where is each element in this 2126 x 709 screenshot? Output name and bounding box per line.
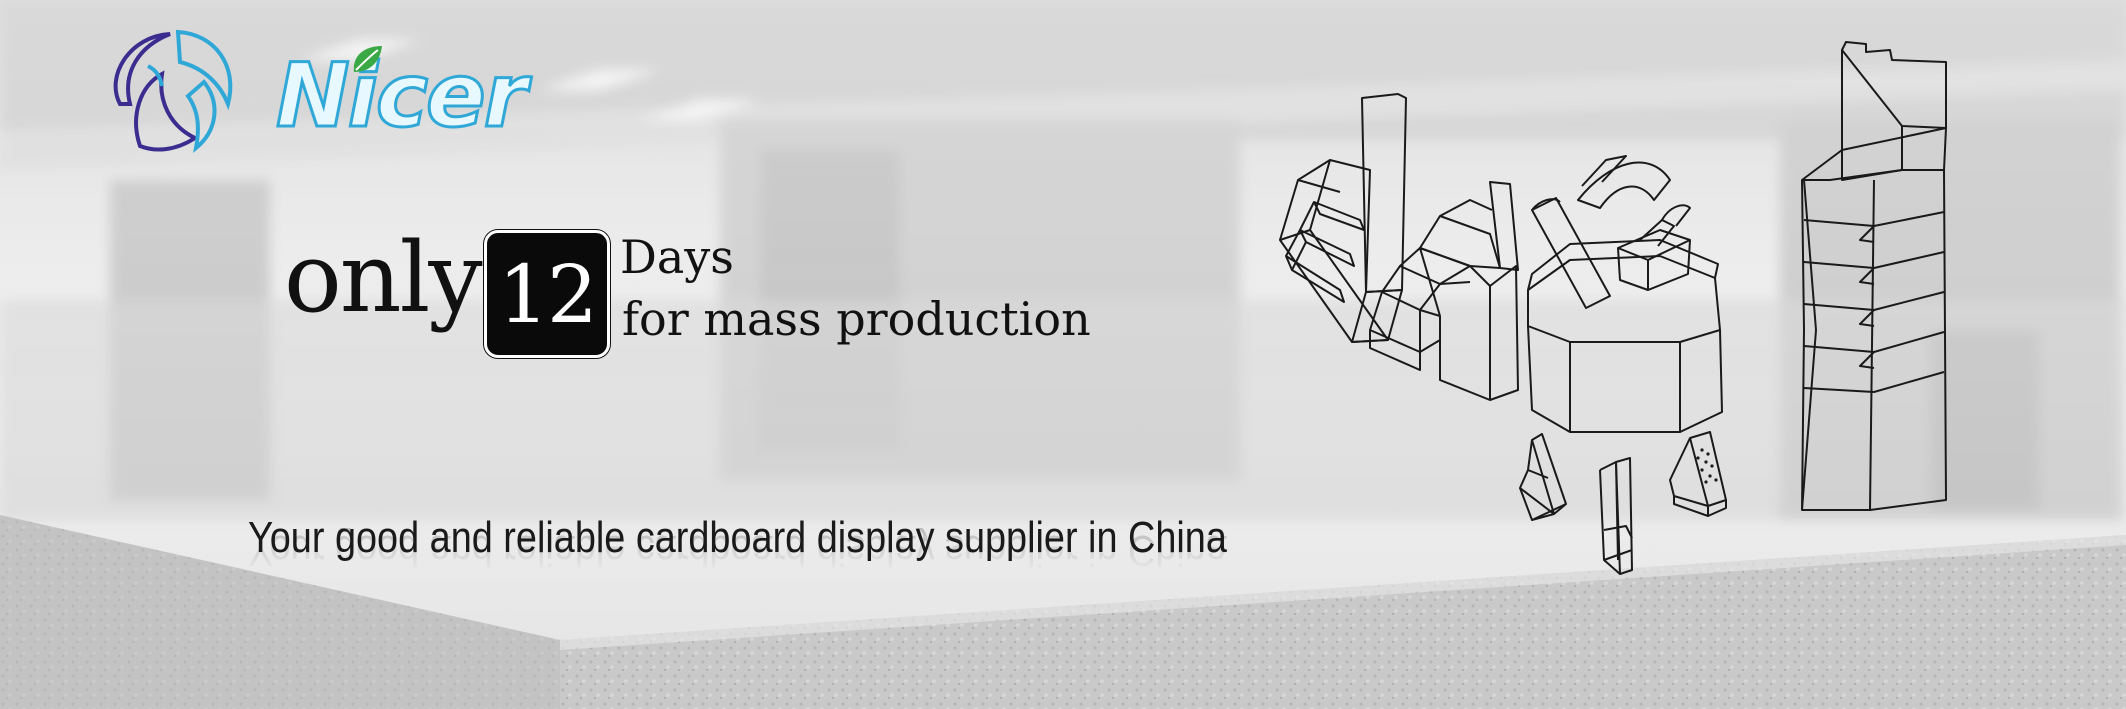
headline-prefix: only: [284, 222, 483, 334]
green-leaf-icon: [353, 46, 382, 72]
headline-unit: Days: [620, 230, 734, 284]
dump-bin-display-icon: [1527, 155, 1723, 433]
tiered-display-stand-icon: [1279, 93, 1407, 343]
tagline: Your good and reliable cardboard display…: [248, 513, 1227, 562]
cardboard-display-stands-illustration-icon: [1279, 41, 1947, 575]
counter-display-small-2-icon: [1599, 457, 1633, 575]
days-number: 12: [498, 248, 598, 341]
headline-suffix: for mass production: [622, 292, 1091, 346]
counter-display-small-3-icon: [1669, 431, 1727, 517]
brand-name: Nicer: [274, 44, 528, 147]
days-number-badge: 12: [484, 230, 610, 358]
counter-display-small-1-icon: [1519, 433, 1567, 521]
floor-display-stand-icon: [1801, 41, 1947, 511]
stepped-display-stand-icon: [1369, 181, 1519, 401]
nicer-swirl-logo-icon: [113, 29, 233, 153]
tagline-reflection: Your good and reliable cardboard display…: [248, 526, 1227, 575]
